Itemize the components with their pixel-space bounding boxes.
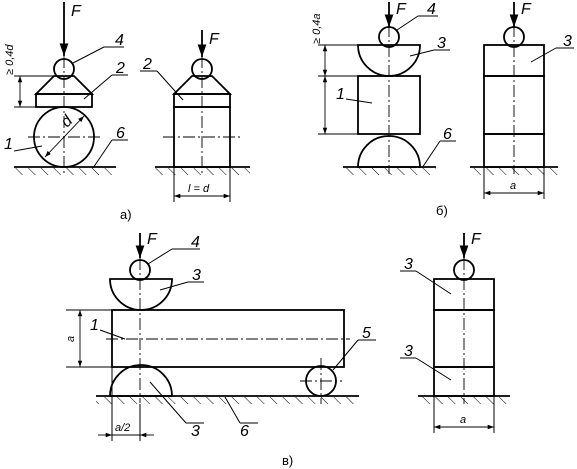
part-cap-label: 3 xyxy=(563,33,572,50)
length-label: l = d xyxy=(188,183,210,195)
part-ball-label: 4 xyxy=(427,1,436,18)
part-base-label: 6 xyxy=(443,126,452,143)
base-hatch xyxy=(14,168,116,175)
part-cap-label: 3 xyxy=(404,343,413,360)
cap-bottom xyxy=(357,135,421,168)
leader xyxy=(159,281,189,291)
part-ball-label: 4 xyxy=(115,32,124,49)
part-cap-label: 3 xyxy=(437,35,446,52)
part-sample-label: 1 xyxy=(4,136,13,153)
leader xyxy=(224,396,241,424)
caption-b: б) xyxy=(436,203,448,218)
force-label: F xyxy=(471,231,482,248)
force-label: F xyxy=(209,31,220,48)
leader xyxy=(99,329,126,340)
part-ball-label: 4 xyxy=(191,234,200,251)
leader xyxy=(530,47,557,63)
part-base-label: 6 xyxy=(116,125,125,142)
figure-b-front: F a 3 б) xyxy=(436,1,574,218)
cap-bottom xyxy=(109,364,173,397)
figure-c-front: F a 3 3 xyxy=(400,231,510,433)
part-cap-label: 3 xyxy=(192,267,201,284)
leader xyxy=(156,70,184,101)
cap-top xyxy=(109,278,173,311)
figure-b-side: F ≥ 0,4a 4 3 1 6 xyxy=(311,1,456,175)
edge-label: a xyxy=(460,414,466,426)
force-label: F xyxy=(147,231,158,248)
diameter-label: d xyxy=(58,112,77,131)
leader xyxy=(396,15,419,31)
leader xyxy=(83,74,113,100)
clearance-label: ≥ 0,4d xyxy=(4,44,16,75)
base-hatch xyxy=(155,168,250,175)
leader xyxy=(92,139,113,169)
half-edge-label: a/2 xyxy=(115,422,130,434)
part-sample-label: 1 xyxy=(336,86,345,103)
figure-c-side: F a a/2 4 3 1 3 6 xyxy=(65,231,376,468)
base-hatch xyxy=(343,168,436,175)
leader xyxy=(332,339,359,371)
leader xyxy=(13,145,43,152)
part-cap-label: 3 xyxy=(404,256,413,273)
edge-label: a xyxy=(510,180,516,192)
sample-beam xyxy=(111,309,345,368)
part-prism-label: 2 xyxy=(115,60,125,77)
diameter-dim xyxy=(44,115,85,158)
leader xyxy=(415,270,452,295)
part-base-label: 6 xyxy=(240,423,249,440)
part-sample-label: 1 xyxy=(90,317,99,334)
part-prism-label: 2 xyxy=(142,56,152,73)
base-hatch xyxy=(418,397,510,404)
part-roller-label: 5 xyxy=(362,325,371,342)
base-hatch xyxy=(470,168,558,175)
leader xyxy=(72,46,105,64)
leader xyxy=(149,381,187,424)
figure-a-side: F d ≥ 0,4d 4 2 1 6 xyxy=(4,2,128,175)
force-label: F xyxy=(396,1,407,18)
leader xyxy=(421,140,441,169)
part-cap-label: 3 xyxy=(191,423,200,440)
caption-c: в) xyxy=(282,453,293,468)
leader xyxy=(409,49,435,57)
caption-a: а) xyxy=(120,207,132,222)
figure-a-front: F l = d 2 а) xyxy=(120,30,250,222)
force-label: F xyxy=(521,1,532,18)
leader xyxy=(345,98,373,104)
edge-label: a xyxy=(65,336,77,342)
clearance-label: ≥ 0,4a xyxy=(311,13,323,44)
leader xyxy=(147,248,173,265)
leader xyxy=(415,357,452,381)
force-label: F xyxy=(71,3,82,20)
